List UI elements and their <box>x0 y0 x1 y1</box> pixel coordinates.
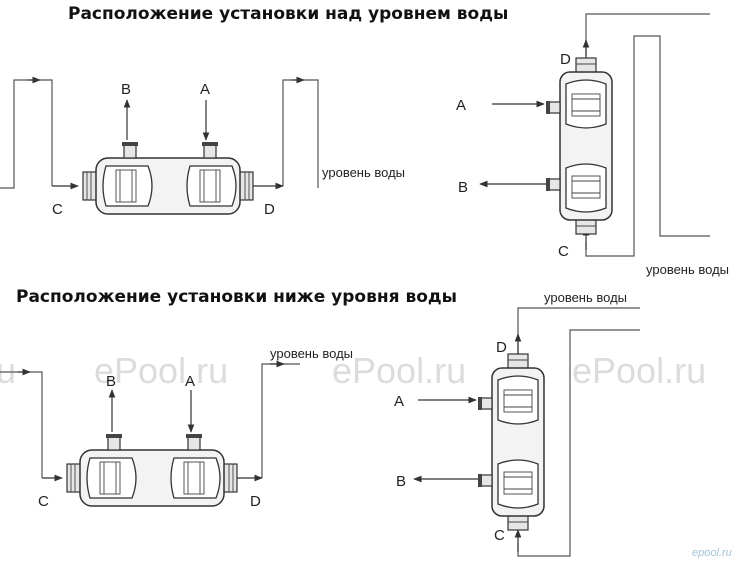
pipe-inlet <box>0 79 53 189</box>
watermark-text: ePool.ru <box>94 350 228 391</box>
pipe-outlet <box>282 79 319 188</box>
heat-exchanger-vertical <box>545 57 613 235</box>
watermark-text: u <box>0 350 16 391</box>
port-label-d: D <box>264 201 275 218</box>
water-level-label: уровень воды <box>544 290 627 305</box>
port-label-a: A <box>456 97 466 114</box>
pipe-outlet <box>585 13 710 56</box>
heat-exchanger-horizontal <box>82 141 254 215</box>
title-above-water: Расположение установки над уровнем воды <box>68 4 509 24</box>
water-level-label: уровень воды <box>646 262 729 277</box>
watermark-text: ePool.ru <box>332 350 466 391</box>
diagram-above-horizontal: B A C D уровень воды <box>0 76 405 218</box>
port-label-a: A <box>185 373 195 390</box>
port-label-c: C <box>558 243 569 260</box>
port-label-d: D <box>496 339 507 356</box>
port-label-b: B <box>106 373 116 390</box>
port-label-d: D <box>560 51 571 68</box>
pipe-loop <box>585 35 710 257</box>
port-label-b: B <box>458 179 468 196</box>
pipe-inlet <box>0 371 43 478</box>
water-level-label: уровень воды <box>322 165 405 180</box>
port-label-b: B <box>396 473 406 490</box>
port-label-c: C <box>52 201 63 218</box>
heat-exchanger-vertical <box>477 353 545 531</box>
water-level-label: уровень воды <box>270 346 353 361</box>
watermark-text: ePool.ru <box>572 350 706 391</box>
diagram-below-vertical: D A B C уровень воды <box>394 290 640 557</box>
corner-watermark: epool.ru <box>692 547 732 559</box>
diagram-below-horizontal: B A C D уровень воды <box>0 346 353 510</box>
watermark-layer: u ePool.ru ePool.ru ePool.ru <box>0 350 706 391</box>
port-label-b: B <box>121 81 131 98</box>
port-label-a: A <box>394 393 404 410</box>
port-label-d: D <box>250 493 261 510</box>
port-label-c: C <box>38 493 49 510</box>
heat-exchanger-horizontal <box>66 433 238 507</box>
port-label-c: C <box>494 527 505 544</box>
port-label-a: A <box>200 81 210 98</box>
pipe-outlet <box>517 307 640 356</box>
title-below-water: Расположение установки ниже уровня воды <box>16 287 457 307</box>
diagram-above-vertical: D A B C уровень воды <box>456 13 729 277</box>
pipe-outlet <box>261 363 300 478</box>
